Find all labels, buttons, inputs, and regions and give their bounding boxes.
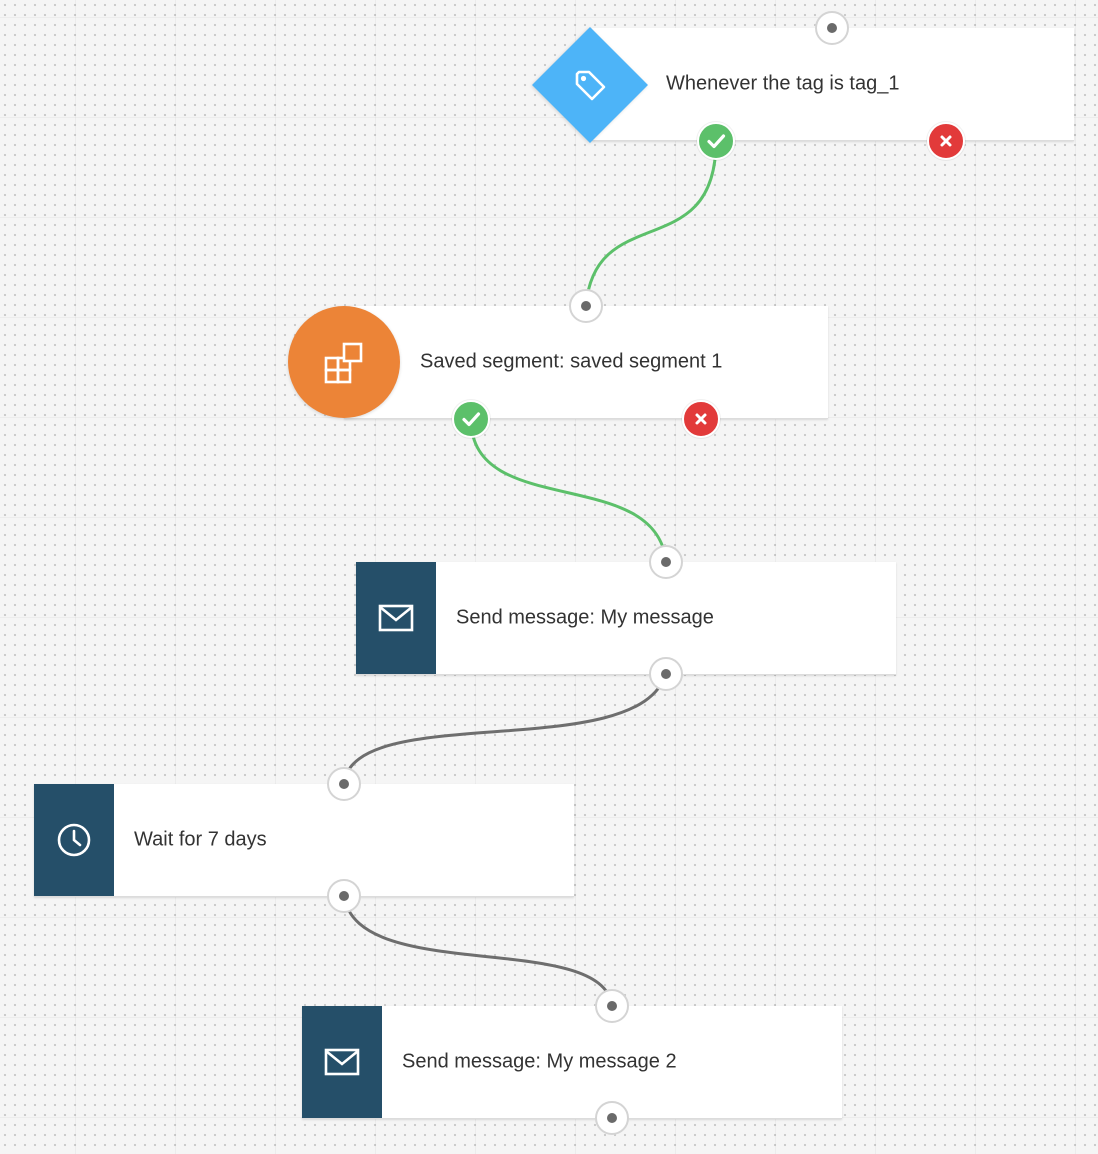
message1-output-port[interactable] — [649, 657, 683, 691]
connector-trigger-yes-to-segment[interactable] — [584, 140, 718, 306]
wait-node-label: Wait for 7 days — [134, 828, 267, 851]
close-icon — [695, 413, 707, 425]
segment-node[interactable]: Saved segment: saved segment 1 — [344, 306, 828, 419]
clock-icon — [34, 784, 114, 896]
wait-input-port[interactable] — [327, 767, 361, 801]
port-dot — [581, 301, 591, 311]
message1-input-port[interactable] — [649, 545, 683, 579]
port-dot — [339, 891, 349, 901]
port-dot — [607, 1001, 617, 1011]
trigger-node[interactable]: Whenever the tag is tag_1 — [592, 28, 1074, 141]
port-dot — [827, 23, 837, 33]
trigger-yes-port[interactable] — [697, 122, 735, 160]
segment-icon — [288, 306, 400, 418]
send-message-node-label: Send message: My message — [456, 606, 714, 629]
send-message-node[interactable]: Send message: My message — [356, 562, 896, 675]
close-icon — [940, 135, 952, 147]
checkmark-icon — [462, 412, 481, 427]
port-dot — [339, 779, 349, 789]
trigger-node-label: Whenever the tag is tag_1 — [666, 72, 900, 95]
connector-message1-to-wait[interactable] — [342, 672, 668, 784]
wait-output-port[interactable] — [327, 879, 361, 913]
tag-icon — [549, 44, 631, 126]
wait-node[interactable]: Wait for 7 days — [34, 784, 574, 897]
segment-yes-port[interactable] — [452, 400, 490, 438]
segment-node-label: Saved segment: saved segment 1 — [420, 350, 723, 373]
port-dot — [661, 557, 671, 567]
send-message-2-node-label: Send message: My message 2 — [402, 1050, 677, 1073]
checkmark-icon — [707, 134, 726, 149]
trigger-input-port[interactable] — [815, 11, 849, 45]
envelope-icon — [302, 1006, 382, 1118]
connector-segment-yes-to-message1[interactable] — [469, 418, 668, 562]
send-message-2-node[interactable]: Send message: My message 2 — [302, 1006, 842, 1119]
connector-wait-to-message2[interactable] — [342, 894, 614, 1006]
port-dot — [661, 669, 671, 679]
segment-no-port[interactable] — [682, 400, 720, 438]
trigger-no-port[interactable] — [927, 122, 965, 160]
port-dot — [607, 1113, 617, 1123]
segment-input-port[interactable] — [569, 289, 603, 323]
message2-input-port[interactable] — [595, 989, 629, 1023]
envelope-icon — [356, 562, 436, 674]
message2-output-port[interactable] — [595, 1101, 629, 1135]
